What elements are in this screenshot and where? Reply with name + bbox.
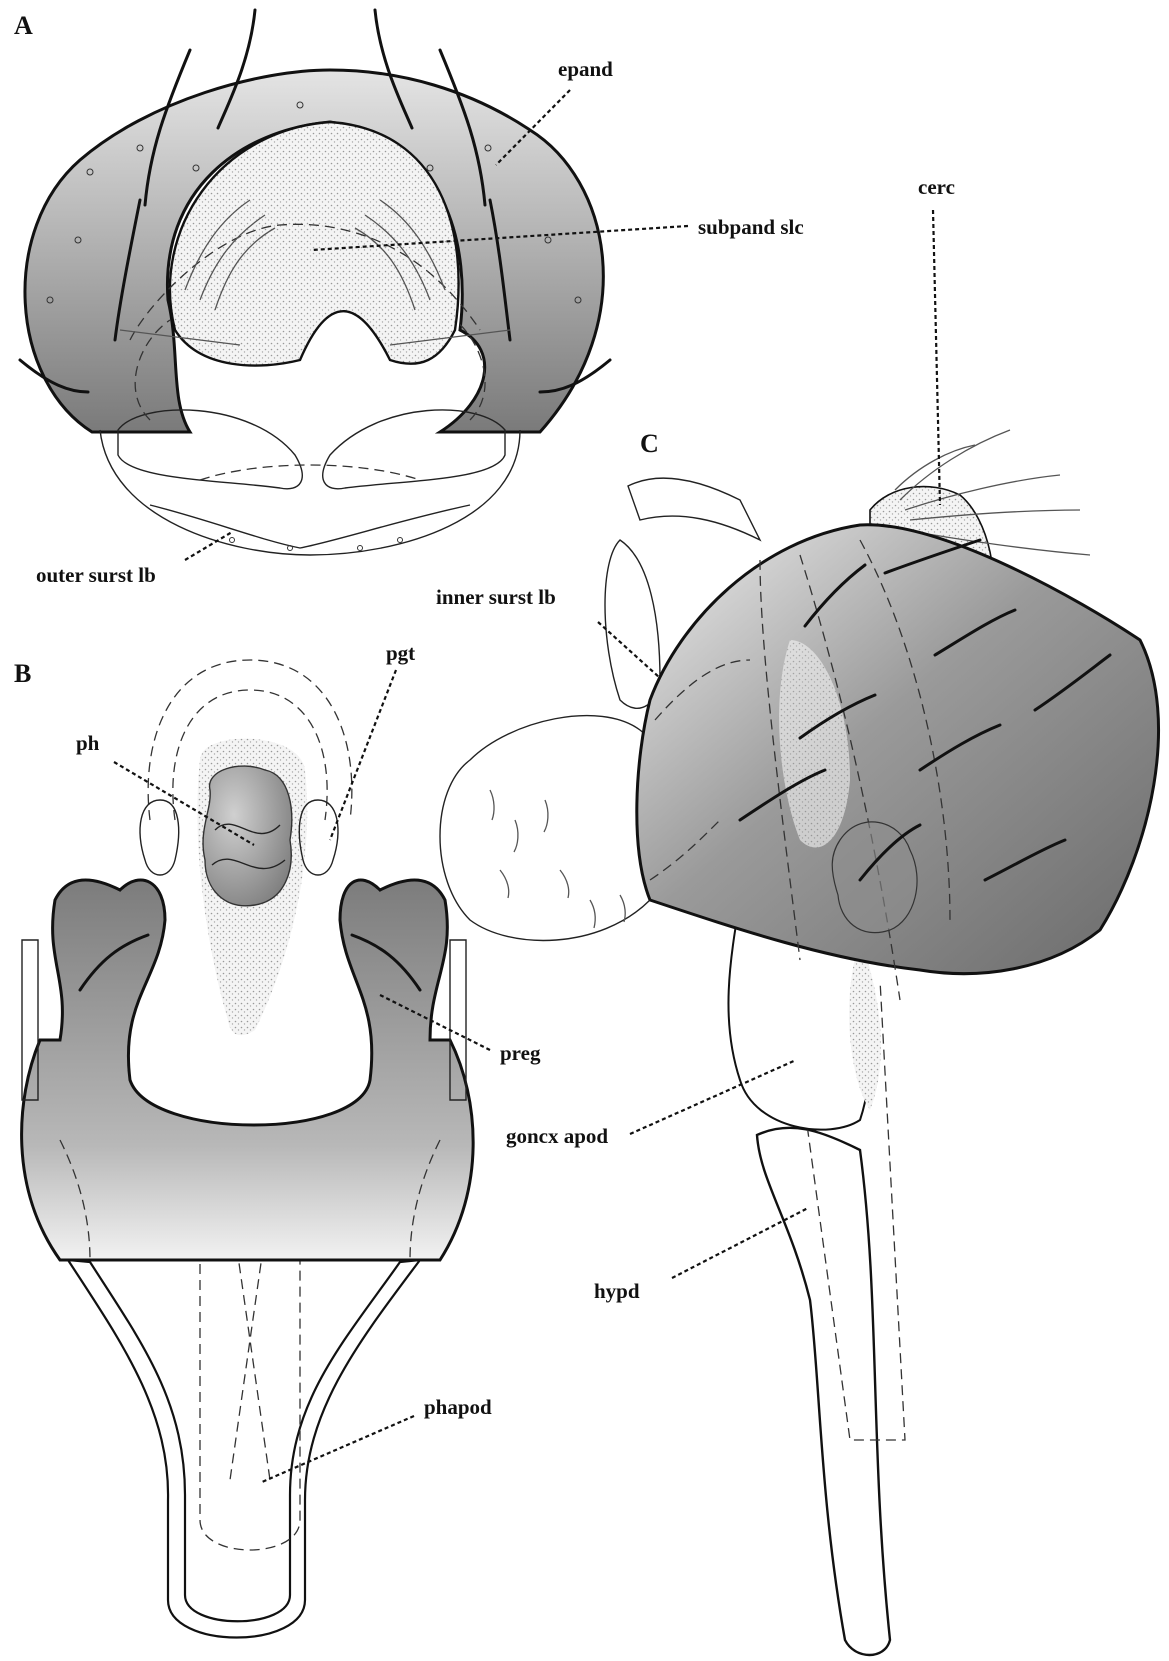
leader-phapod <box>262 1416 414 1482</box>
dorsal-arm <box>628 478 760 540</box>
dashed-contour-lower <box>200 465 420 480</box>
inner-lobe-hairs <box>490 790 625 928</box>
label-subpand-slc: subpand slc <box>698 215 804 239</box>
label-pgt: pgt <box>386 641 415 665</box>
label-cerc: cerc <box>918 175 955 199</box>
label-ph: ph <box>76 731 100 755</box>
panel-a: A <box>14 10 804 587</box>
inner-surstylus-lobe-upper <box>605 540 660 708</box>
phallus-lateral <box>832 822 917 933</box>
hypandrial-rim <box>100 430 520 555</box>
leader-outer-surst-lb <box>185 532 232 560</box>
label-inner-surst-lb: inner surst lb <box>436 585 556 609</box>
rim-inner-line <box>150 505 470 548</box>
label-preg: preg <box>500 1041 541 1065</box>
panel-letter-b: B <box>14 659 31 688</box>
label-phapod: phapod <box>424 1395 492 1419</box>
leader-pgt <box>330 670 396 840</box>
panel-letter-a: A <box>14 11 33 40</box>
leader-inner-surst-lb <box>598 622 660 678</box>
label-hypd: hypd <box>594 1279 640 1303</box>
panel-letter-c: C <box>640 429 659 458</box>
label-outer-surst-lb: outer surst lb <box>36 563 156 587</box>
hypandrium-lateral <box>757 1128 890 1655</box>
label-goncx-apod: goncx apod <box>506 1124 608 1148</box>
phallapodeme-frame <box>68 1260 420 1638</box>
postgonite-left <box>140 800 179 875</box>
phallus <box>203 766 292 906</box>
label-epand: epand <box>558 57 613 81</box>
panel-b: B pgt ph preg pha <box>14 641 541 1638</box>
